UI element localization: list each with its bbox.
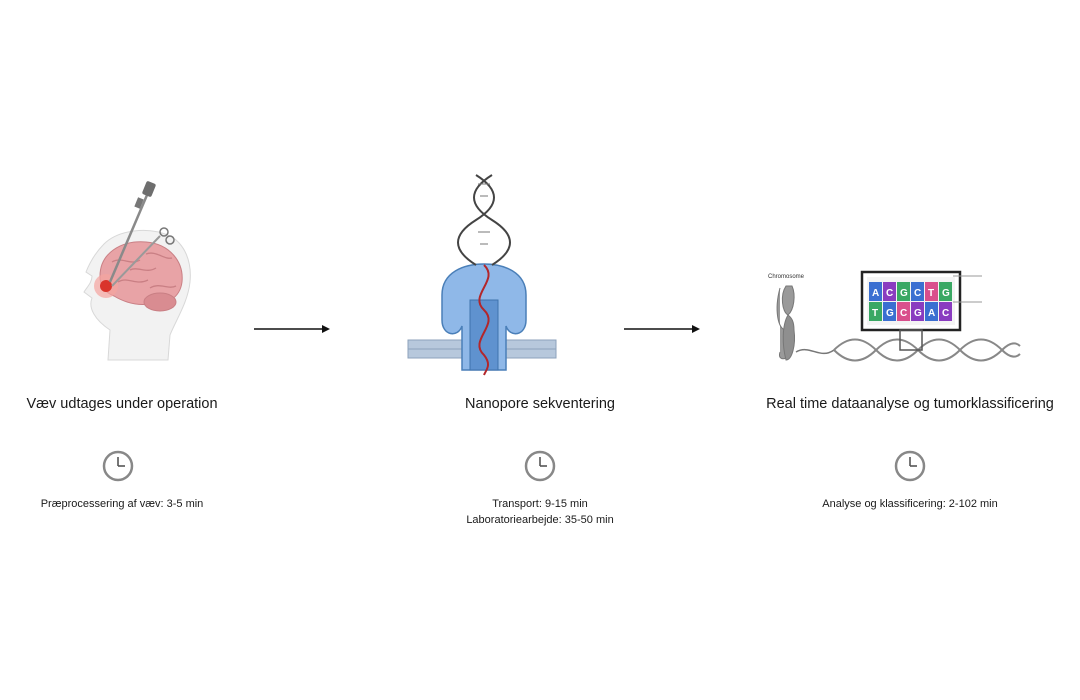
stage-title: Real time dataanalyse og tumorklassifice… bbox=[766, 396, 1054, 412]
stage-analysis: Chromosome A C G bbox=[720, 0, 1080, 700]
time-line: Præprocessering af væv: 3-5 min bbox=[40, 498, 204, 510]
sequence-letter: T bbox=[872, 308, 878, 319]
sequence-letter: G bbox=[900, 288, 908, 299]
clock-icon bbox=[894, 450, 926, 482]
sequencing-analysis-icon: Chromosome A C G bbox=[768, 270, 1021, 362]
sequence-letter: A bbox=[928, 308, 935, 319]
sequence-letter: C bbox=[886, 288, 893, 299]
sequence-letter: C bbox=[900, 308, 907, 319]
stage-title: Nanopore sekventering bbox=[465, 396, 615, 412]
stage-tissue-sampling: Væv udtages under operation Præprocesser… bbox=[0, 0, 360, 700]
brain-surgery-icon bbox=[83, 181, 191, 361]
sequence-letter: A bbox=[872, 288, 879, 299]
stage-times: Præprocessering af væv: 3-5 min bbox=[0, 496, 302, 512]
sequence-letter: C bbox=[914, 288, 921, 299]
time-line: Transport: 9-15 min bbox=[492, 498, 588, 510]
sequence-letter: G bbox=[886, 308, 894, 319]
stage-times: Transport: 9-15 min Laboratoriearbejde: … bbox=[360, 496, 720, 528]
time-line: Analyse og klassificering: 2-102 min bbox=[822, 498, 998, 510]
arrow-right-icon bbox=[254, 325, 330, 333]
sequence-letter: G bbox=[914, 308, 922, 319]
arrow-right-icon bbox=[624, 325, 700, 333]
clock-icon bbox=[524, 450, 556, 482]
time-line: Laboratoriearbejde: 35-50 min bbox=[466, 514, 614, 526]
nanopore-icon bbox=[407, 174, 557, 376]
chromosome-label: Chromosome bbox=[768, 274, 805, 280]
sequence-letter: G bbox=[942, 288, 950, 299]
stage-times: Analyse og klassificering: 2-102 min bbox=[730, 496, 1080, 512]
sequence-letter: T bbox=[928, 288, 934, 299]
stage-nanopore: Nanopore sekventering Transport: 9-15 mi… bbox=[360, 0, 720, 700]
clock-icon bbox=[102, 450, 134, 482]
stage-title: Væv udtages under operation bbox=[26, 396, 218, 412]
sequence-letter: C bbox=[942, 308, 949, 319]
